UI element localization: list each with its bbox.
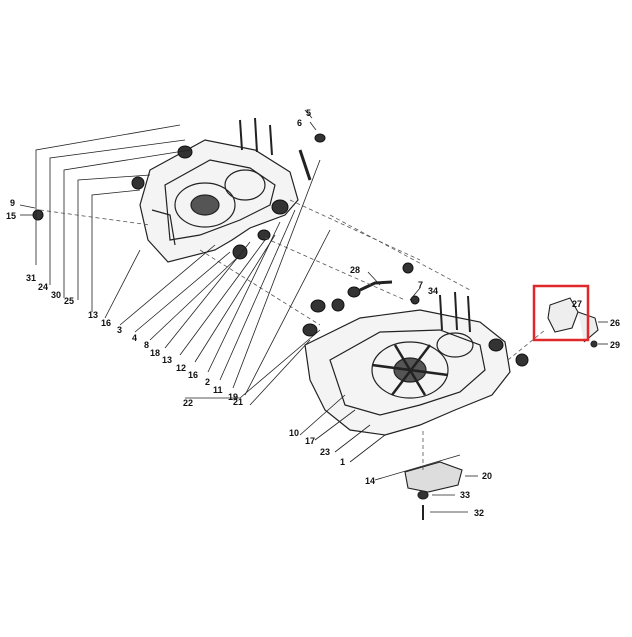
label-30: 30: [51, 290, 61, 300]
label-3: 3: [117, 325, 122, 335]
label-17: 17: [305, 436, 315, 446]
label-18: 18: [150, 348, 160, 358]
highlight-box-part-27: [532, 284, 590, 342]
right-crankcase-bearings: [302, 262, 529, 367]
label-4: 4: [132, 333, 137, 343]
label-13b: 13: [162, 355, 172, 365]
label-16a: 16: [101, 318, 111, 328]
label-26: 26: [610, 318, 620, 328]
label-22: 22: [183, 398, 193, 408]
label-13a: 13: [88, 310, 98, 320]
label-12: 12: [176, 363, 186, 373]
right-crankcase-half: [304, 280, 511, 436]
label-32: 32: [474, 508, 484, 518]
label-24: 24: [38, 282, 48, 292]
label-29: 29: [610, 340, 620, 350]
label-15: 15: [6, 211, 16, 221]
bottom-bracket-parts: [404, 461, 463, 520]
label-8: 8: [144, 340, 149, 350]
label-2: 2: [205, 377, 210, 387]
label-19: 19: [228, 392, 238, 402]
label-16b: 16: [188, 370, 198, 380]
label-14: 14: [365, 476, 375, 486]
label-28: 28: [350, 265, 360, 275]
label-20: 20: [482, 471, 492, 481]
label-23: 23: [320, 447, 330, 457]
label-7: 7: [418, 280, 423, 290]
label-6: 6: [297, 118, 302, 128]
label-21: 21: [233, 397, 243, 407]
label-33: 33: [460, 490, 470, 500]
label-10: 10: [289, 428, 299, 438]
left-crankcase-half: [139, 117, 312, 263]
label-5: 5: [306, 108, 311, 118]
label-9: 9: [10, 198, 15, 208]
assembly-dashed-lines: [39, 199, 546, 470]
label-31: 31: [26, 273, 36, 283]
label-34: 34: [428, 286, 438, 296]
part-number-labels: 31 24 30 25 13 16 3 4 8 18 13 12 16 2 11…: [6, 108, 620, 518]
label-25: 25: [64, 296, 74, 306]
label-27: 27: [572, 299, 582, 309]
part-27-bracket: [547, 297, 599, 348]
label-1: 1: [340, 457, 345, 467]
left-crankcase-bearings: [32, 133, 326, 260]
leader-lines: [19, 109, 608, 513]
label-11: 11: [213, 385, 223, 395]
